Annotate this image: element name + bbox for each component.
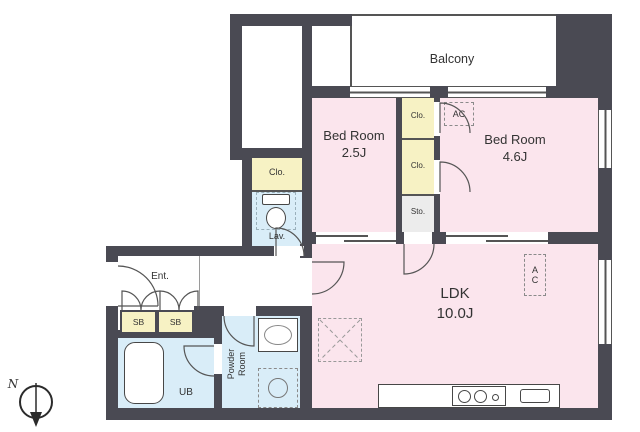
ac-unit-ldk: AC — [524, 254, 546, 296]
balcony-edge-line — [352, 14, 556, 16]
window — [448, 86, 546, 98]
bathtub-icon — [124, 342, 164, 404]
wall-segment — [230, 14, 242, 160]
closet-strip-top-area — [402, 98, 434, 138]
washing-machine-drum-icon — [268, 378, 288, 398]
wall-segment — [106, 408, 612, 420]
shoe-box-right: SB — [157, 310, 194, 334]
entrance-label: Ent. — [151, 270, 169, 282]
wall-segment — [242, 148, 312, 158]
divider-line — [402, 138, 434, 140]
sink-icon — [520, 389, 550, 403]
burner-icon — [492, 394, 499, 401]
door-opening — [224, 306, 256, 316]
divider-line — [402, 194, 434, 196]
closet-strip-mid-area — [402, 140, 434, 194]
closet-upper-left-area — [252, 158, 302, 192]
ldk-name: LDK — [440, 284, 470, 302]
door-opening — [434, 160, 440, 194]
toilet-icon — [262, 194, 290, 205]
compass-icon — [19, 383, 53, 427]
wall-segment — [242, 148, 252, 254]
bedroom-small-size: 2.5J — [341, 145, 367, 161]
sliding-door-opening — [316, 232, 396, 244]
closet-mid-label: Clo. — [410, 161, 426, 170]
wall-segment — [556, 14, 612, 98]
wall-segment — [302, 26, 312, 244]
window — [350, 86, 430, 98]
lavatory-label: Lav. — [268, 230, 286, 241]
closet-top-label: Clo. — [410, 111, 426, 120]
wall-segment — [106, 246, 312, 256]
closet-left-label: Clo. — [268, 167, 285, 178]
balcony-area — [352, 16, 556, 86]
storage-strip-area — [402, 196, 434, 232]
toilet-bowl-icon — [266, 207, 286, 229]
wall-segment — [230, 14, 352, 26]
door-opening — [214, 344, 222, 374]
hall-step-line — [199, 256, 200, 308]
window — [598, 110, 612, 168]
sliding-door-line — [486, 240, 548, 242]
room-bedroom-small — [312, 98, 396, 232]
bedroom-large-size: 4.6J — [502, 149, 528, 165]
door-opening — [300, 258, 312, 306]
window — [598, 260, 612, 344]
door-opening — [106, 262, 118, 306]
door-opening — [404, 232, 432, 244]
vanity-basin-icon — [264, 325, 292, 345]
door-opening — [434, 102, 440, 136]
door-opening — [274, 246, 304, 256]
divider-line — [252, 190, 302, 192]
sliding-door-line — [446, 235, 508, 237]
balcony-edge-line — [350, 14, 352, 88]
compass-north-label: N — [7, 376, 19, 391]
bedroom-large-name: Bed Room — [484, 132, 546, 148]
balcony-label: Balcony — [429, 52, 475, 67]
ldk-size: 10.0J — [436, 304, 474, 322]
sliding-door-line — [344, 240, 396, 242]
fridge-outline — [318, 318, 362, 362]
sliding-door-opening — [446, 232, 548, 244]
burner-icon — [474, 390, 487, 403]
burner-icon — [458, 390, 471, 403]
sliding-door-line — [316, 235, 368, 237]
bath-label: UB — [179, 386, 193, 398]
shoe-box-left: SB — [120, 310, 157, 334]
storage-label: Sto. — [410, 207, 426, 216]
wall-segment — [396, 98, 402, 234]
ac-unit-bedroom: AC — [444, 102, 474, 126]
bedroom-small-name: Bed Room — [323, 128, 385, 144]
wall-segment — [118, 330, 216, 338]
powder-room-label: Powder Room — [225, 348, 247, 380]
washing-machine-icon — [258, 368, 298, 408]
